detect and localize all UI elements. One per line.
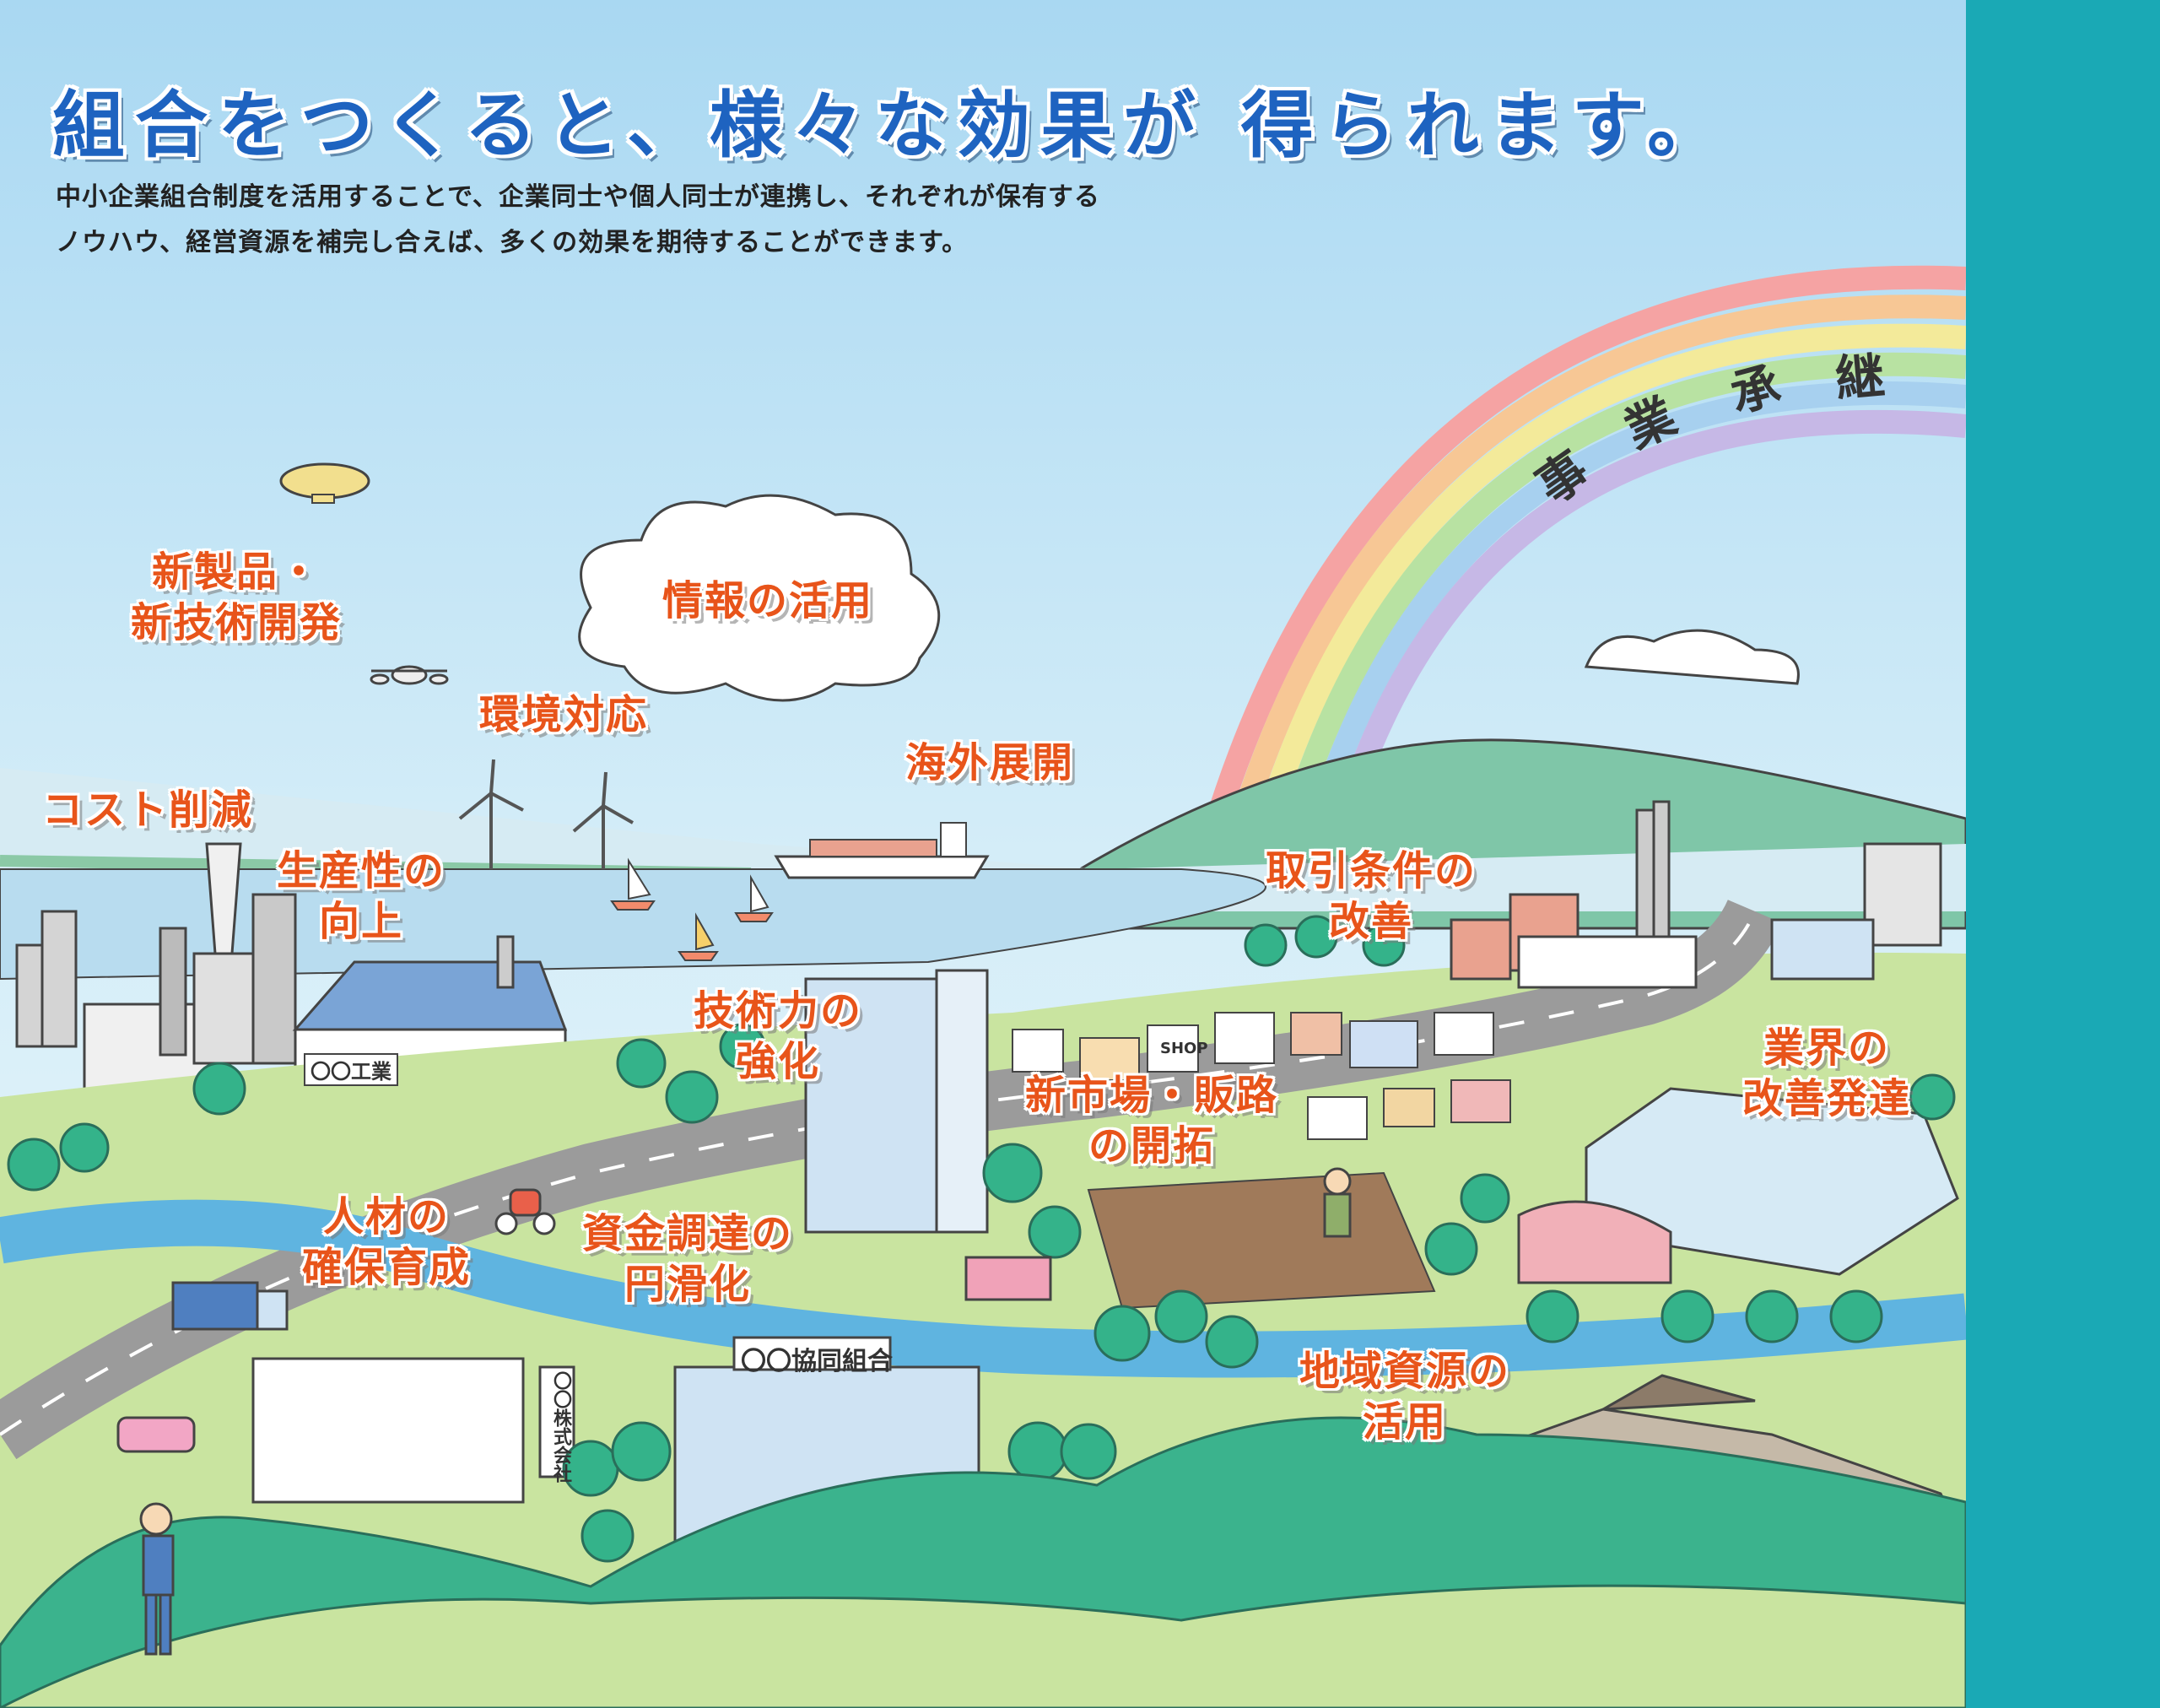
label-regional-line-1: 地域資源の <box>1299 1348 1511 1395</box>
cooperative-sign: 〇〇協同組合 <box>741 1347 893 1376</box>
sailboat-icon <box>610 857 774 961</box>
label-funding: 資金調達の 円滑化 <box>582 1208 793 1310</box>
label-trade-terms-line-1: 取引条件の <box>1266 847 1477 895</box>
label-productivity-line-2: 向上 <box>319 898 404 945</box>
label-overseas: 海外展開 <box>905 739 1075 786</box>
label-funding-line-2: 円滑化 <box>624 1261 752 1308</box>
label-new-products-line-1: 新製品・ <box>152 549 321 596</box>
label-tech-power: 技術力の 強化 <box>694 986 862 1087</box>
factory-sign: 〇〇工業 <box>304 1053 398 1086</box>
label-trade-terms: 取引条件の 改善 <box>1266 846 1477 947</box>
foreground-grass <box>0 1584 1966 1708</box>
rainbow-char-4: 継 <box>1833 346 1887 408</box>
plant-right <box>1450 800 1942 989</box>
wind-turbine-icon <box>458 759 634 869</box>
greenhouse <box>1517 1087 1959 1284</box>
label-productivity-line-1: 生産性の <box>277 847 446 895</box>
sea <box>0 868 1266 981</box>
subtitle-line-2: ノウハウ、経営資源を補完し合えば、多くの効果を期待することができます。 <box>56 228 969 257</box>
label-tech-power-line-1: 技術力の <box>694 987 863 1035</box>
label-regional: 地域資源の 活用 <box>1299 1346 1510 1447</box>
label-hr-line-1: 人材の <box>323 1193 451 1240</box>
illustration-scene: 組合をつくると、様々な効果が 得られます。 中小企業組合制度を活用することで、企… <box>0 0 1966 1708</box>
label-regional-line-2: 活用 <box>1363 1398 1448 1446</box>
food-truck-icon <box>964 1256 1052 1301</box>
label-info-use: 情報の活用 <box>662 577 874 624</box>
label-productivity: 生産性の 向上 <box>277 846 446 947</box>
town-illustration <box>0 0 1966 1708</box>
teal-sidebar <box>1966 0 2160 1708</box>
label-industry-line-2: 改善発達 <box>1742 1075 1912 1122</box>
farmer-person <box>1323 1167 1352 1238</box>
shop-sign: SHOP <box>1160 1040 1208 1057</box>
farm-field <box>1087 1171 1436 1310</box>
road-markings <box>0 911 1757 1436</box>
label-funding-line-1: 資金調達の <box>582 1210 794 1257</box>
river <box>0 1199 1966 1378</box>
company-sign: 〇〇株式会社 <box>550 1371 571 1483</box>
houses <box>1012 1012 1511 1140</box>
label-trade-terms-line-2: 改善 <box>1329 898 1414 945</box>
label-industry-line-1: 業界の <box>1763 1024 1891 1072</box>
cloud-right <box>1584 629 1800 685</box>
subtitle-line-1: 中小企業組合制度を活用することで、企業同士や個人同士が連携し、それぞれが保有する <box>56 182 1100 212</box>
office-tower <box>804 969 989 1234</box>
drone-icon <box>370 665 449 685</box>
label-new-market: 新市場・販路 の開拓 <box>1025 1070 1278 1171</box>
label-hr: 人材の 確保育成 <box>302 1192 471 1293</box>
company-building <box>251 1357 575 1504</box>
label-new-products: 新製品・ 新技術開発 <box>131 547 342 648</box>
motorcycle-icon <box>494 1188 556 1235</box>
rainbow <box>1203 265 1966 831</box>
label-environment: 環境対応 <box>479 691 649 738</box>
cloud-info <box>578 494 941 702</box>
label-new-market-line-2: の開拓 <box>1088 1122 1216 1170</box>
label-new-market-line-1: 新市場・販路 <box>1025 1072 1279 1119</box>
container-ship-icon <box>774 822 990 879</box>
car-icon <box>116 1416 196 1453</box>
label-tech-power-line-2: 強化 <box>736 1038 821 1085</box>
worker-person <box>139 1502 175 1656</box>
blimp-icon <box>279 462 370 504</box>
label-cost-reduction: コスト削減 <box>42 786 254 834</box>
label-industry: 業界の 改善発達 <box>1742 1023 1911 1124</box>
label-hr-line-2: 確保育成 <box>302 1244 472 1291</box>
label-new-products-line-2: 新技術開発 <box>131 599 343 646</box>
page-title: 組合をつくると、様々な効果が 得られます。 <box>52 84 1731 168</box>
truck-icon <box>171 1281 289 1331</box>
